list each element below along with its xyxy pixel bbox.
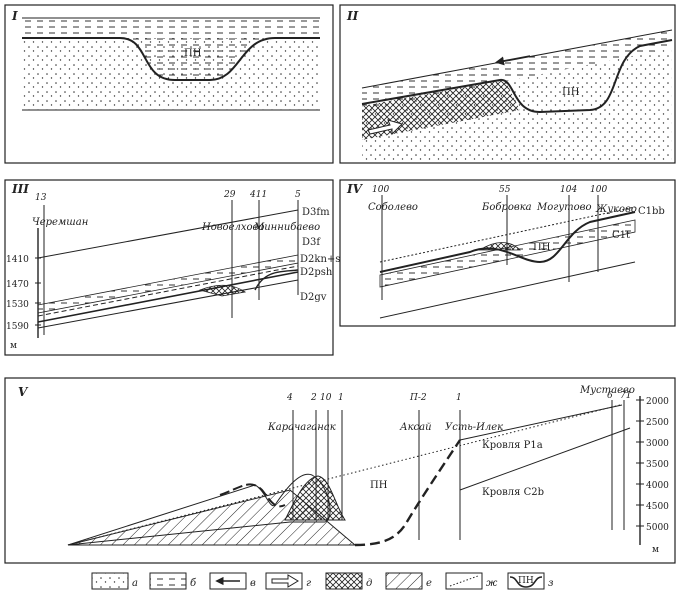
- svg-text:а: а: [132, 578, 138, 589]
- arrow-hollow: [367, 119, 403, 136]
- depth-1530: 1530: [6, 300, 29, 310]
- well-100b: 100: [590, 185, 607, 195]
- panel-2: II ПН: [339, 4, 676, 164]
- depth5-3000: 3000: [646, 439, 669, 449]
- roof-p1a: Кровля P1a: [482, 440, 543, 451]
- well-cheremshan: Черемшан: [32, 217, 88, 228]
- legend: а б в г д е ж: [91, 572, 553, 590]
- depth5-2000: 2000: [646, 397, 669, 407]
- pn-boundary-2: [361, 39, 673, 114]
- legend-b: б: [149, 572, 197, 590]
- well-v-4: 4: [286, 393, 293, 403]
- svg-text:г: г: [306, 578, 311, 589]
- well-zhukovo: Жуково: [595, 204, 637, 215]
- well-13: 13: [35, 193, 47, 203]
- well-v-71: 71: [620, 391, 631, 401]
- stratum-d3fm: D3fm: [302, 207, 330, 218]
- panel-1-pn: ПН: [184, 48, 202, 59]
- well-v-1b: 1: [456, 393, 462, 403]
- depth-1410: 1410: [6, 255, 29, 265]
- well-v-10: 10: [320, 393, 332, 403]
- panel-2-roman: II: [346, 9, 359, 23]
- panel-3-roman: III: [11, 182, 29, 196]
- place-ust-ilek: Усть-Илек: [445, 422, 503, 433]
- svg-text:е: е: [426, 578, 432, 589]
- legend-v: в: [209, 572, 256, 590]
- stratum-d2psh: D2psh: [300, 267, 333, 278]
- panel-4: IV ПН 100 Соболево 55 Бобровка 104 Могут…: [339, 179, 676, 327]
- well-v-2: 2: [310, 393, 317, 403]
- panel-4-pn: ПН: [533, 242, 551, 253]
- well-411: 411: [249, 190, 267, 200]
- svg-text:ж: ж: [486, 578, 498, 589]
- panel-5: V ПН 4 2 10 1 П-2 1 6 7: [4, 377, 676, 564]
- well-minnibaevo: Миннибаево: [253, 222, 320, 233]
- legend-z: ПН з: [507, 572, 553, 590]
- place-mustaevo: Мустаево: [579, 385, 635, 396]
- panel-2-pn: ПН: [562, 87, 580, 98]
- svg-text:з: з: [548, 578, 553, 589]
- depth5-3500: 3500: [646, 460, 669, 470]
- place-aksai: Аксай: [399, 422, 432, 433]
- svg-text:д: д: [366, 578, 372, 589]
- pn-boundary-1: [22, 37, 320, 81]
- well-55: 55: [499, 185, 511, 195]
- well-29: 29: [223, 190, 236, 200]
- wells-4: [381, 195, 599, 300]
- stratum-d2kn-shg: D2kn+shg: [300, 254, 354, 265]
- well-100a: 100: [372, 185, 389, 195]
- stratum-d2gv: D2gv: [300, 292, 327, 303]
- well-sobolevo: Соболево: [368, 202, 418, 213]
- well-104: 104: [560, 185, 577, 195]
- svg-text:ПН: ПН: [518, 576, 534, 586]
- well-mogutovo: Могутово: [536, 202, 591, 213]
- depth-unit-3: м: [10, 341, 17, 351]
- legend-a: а: [91, 572, 138, 590]
- depth5-5000: 5000: [646, 523, 669, 533]
- panel-4-roman: IV: [346, 182, 364, 196]
- well-5: 5: [295, 190, 301, 200]
- panel-3: III 1410 1470 1530 1590 м 13 Черемшан: [4, 179, 354, 356]
- well-v-6: 6: [607, 391, 613, 401]
- well-v-p2: П-2: [409, 393, 427, 403]
- legend-e: е: [385, 572, 432, 590]
- svg-text:в: в: [250, 578, 256, 589]
- wells-5: [292, 400, 625, 540]
- panel-1-roman: I: [11, 9, 18, 23]
- roof-c2b: Кровля C2b: [482, 487, 544, 498]
- well-bobrovka: Бобровка: [481, 202, 532, 213]
- panel-5-pn: ПН: [370, 480, 388, 491]
- arrow-solid: [495, 55, 531, 66]
- depth-1470: 1470: [6, 280, 29, 290]
- depth5-unit: м: [652, 545, 659, 555]
- legend-d: д: [325, 572, 372, 590]
- panel-1: I ПН: [4, 4, 334, 164]
- panel-5-roman: V: [18, 385, 29, 399]
- stratum-c1bb: C1bb: [638, 206, 665, 217]
- legend-zh: ж: [445, 572, 498, 590]
- wells-3: [43, 200, 299, 335]
- depth5-2500: 2500: [646, 418, 669, 428]
- well-novoelkhovo: Новоелхово: [201, 222, 264, 233]
- place-karachaganak: Карачаганак: [267, 422, 336, 433]
- stratum-d3f: D3f: [302, 237, 321, 248]
- depth5-4500: 4500: [646, 502, 669, 512]
- stratum-c1t: C1t: [612, 230, 630, 241]
- depth-ticks-5: [636, 399, 644, 527]
- depth-1590: 1590: [6, 322, 29, 332]
- depth5-4000: 4000: [646, 481, 669, 491]
- svg-text:б: б: [190, 578, 197, 589]
- legend-g: г: [265, 572, 311, 590]
- well-v-1a: 1: [338, 393, 344, 403]
